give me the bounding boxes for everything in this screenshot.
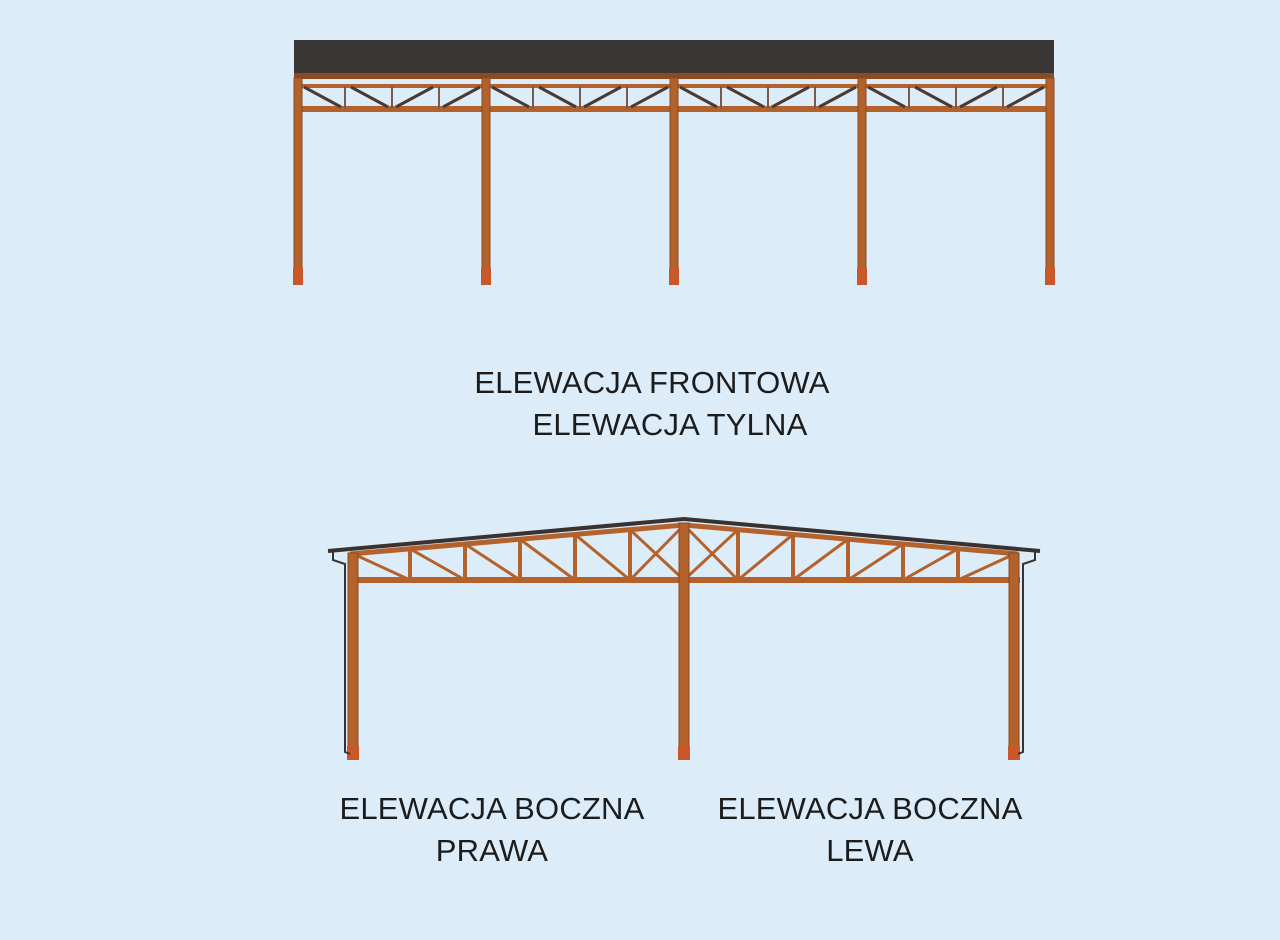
truss-diagonal xyxy=(818,85,857,109)
column-base xyxy=(293,268,303,285)
eave-beam xyxy=(294,73,1054,79)
truss-diagonal xyxy=(409,547,466,582)
column-base xyxy=(669,268,679,285)
truss-diagonal xyxy=(726,85,765,109)
column xyxy=(678,522,690,756)
front-elevation-frame xyxy=(293,40,1055,285)
truss-diagonal xyxy=(682,528,740,582)
truss-diagonal xyxy=(395,85,434,109)
column xyxy=(293,77,303,273)
downpipe-left xyxy=(332,552,351,755)
column-base xyxy=(1045,268,1055,285)
truss-diagonal xyxy=(771,85,810,109)
column-base xyxy=(481,268,491,285)
truss-diagonal xyxy=(628,528,686,582)
truss-diagonal xyxy=(628,523,686,582)
column xyxy=(481,77,491,273)
front-elevation-label: ELEWACJA FRONTOWA xyxy=(474,365,830,400)
truss-diagonal xyxy=(519,538,576,582)
column xyxy=(347,552,359,756)
truss-diagonal xyxy=(847,542,904,582)
downpipe-right xyxy=(1017,552,1036,755)
side-left-label-line2: LEWA xyxy=(826,833,914,868)
truss-diagonal xyxy=(957,552,1016,582)
column xyxy=(669,77,679,273)
rear-elevation-label: ELEWACJA TYLNA xyxy=(532,407,808,442)
column-base xyxy=(678,746,690,760)
truss-diagonal xyxy=(352,552,411,582)
truss-diagonal xyxy=(867,85,906,109)
truss-diagonal xyxy=(1006,85,1045,109)
truss-diagonal xyxy=(679,85,718,109)
truss-diagonal xyxy=(303,85,342,109)
column-base xyxy=(347,746,359,760)
truss-diagonal xyxy=(682,523,740,582)
truss-diagonal xyxy=(630,85,669,109)
side-right-label-line1: ELEWACJA BOCZNA xyxy=(339,791,645,826)
truss-diagonal xyxy=(902,547,959,582)
truss-diagonal xyxy=(914,85,953,109)
roof-panel xyxy=(294,40,1054,74)
truss-diagonal xyxy=(350,85,389,109)
column xyxy=(1008,552,1020,756)
truss-diagonal xyxy=(538,85,577,109)
truss-diagonal xyxy=(491,85,530,109)
side-elevation-frame xyxy=(327,516,1041,760)
truss-diagonal xyxy=(959,85,998,109)
column-base xyxy=(1008,746,1020,760)
column xyxy=(1045,77,1055,273)
column xyxy=(857,77,867,273)
side-left-label-line1: ELEWACJA BOCZNA xyxy=(717,791,1023,826)
truss-diagonal xyxy=(442,85,481,109)
truss-diagonal xyxy=(737,533,794,582)
column-base xyxy=(857,268,867,285)
side-right-label-line2: PRAWA xyxy=(435,833,549,868)
roof-edge xyxy=(327,516,1041,553)
truss-diagonal xyxy=(464,542,521,582)
truss-diagonal xyxy=(792,538,849,582)
truss-diagonal xyxy=(583,85,622,109)
truss-diagonal xyxy=(574,533,631,582)
